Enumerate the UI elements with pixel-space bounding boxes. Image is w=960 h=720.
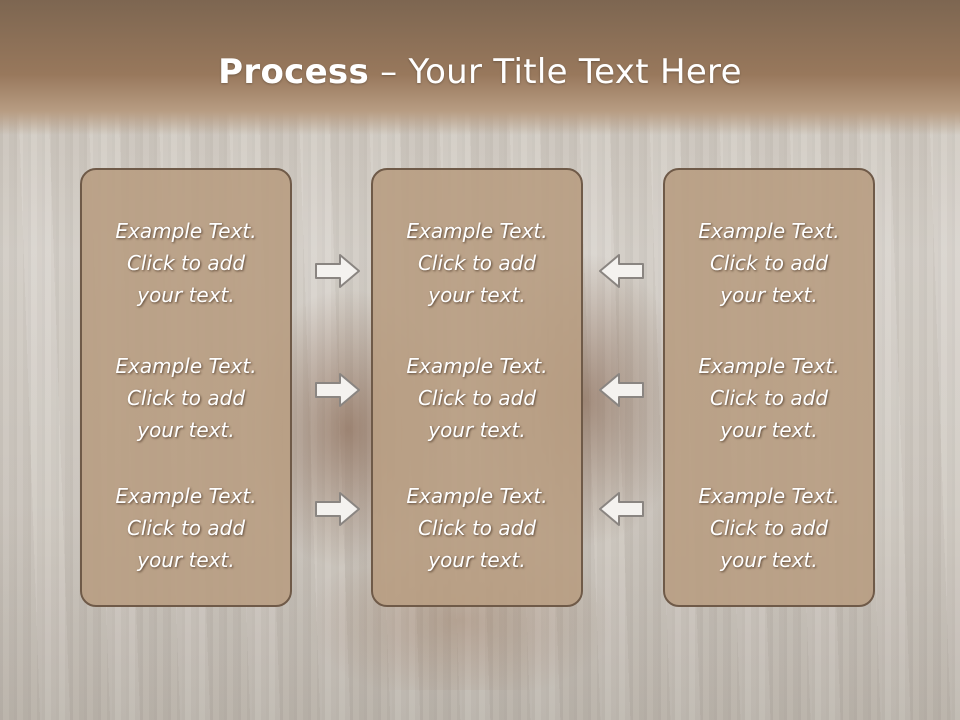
arrow-right-icon [315, 492, 360, 526]
arrow-right-icon [315, 254, 360, 288]
text-line: Click to add [709, 516, 829, 540]
text-line: your text. [137, 418, 235, 442]
text-line: Example Text. [698, 484, 840, 508]
text-line: your text. [428, 283, 526, 307]
title-rest: – Your Title Text Here [369, 52, 742, 92]
arrow-left-icon [599, 492, 644, 526]
text-line: your text. [137, 283, 235, 307]
process-box-left[interactable]: Example Text. Click to add your text. Ex… [80, 168, 292, 607]
text-line: Example Text. [698, 219, 840, 243]
text-line: your text. [720, 548, 818, 572]
process-box-right[interactable]: Example Text. Click to add your text. Ex… [663, 168, 875, 607]
text-line: your text. [137, 548, 235, 572]
text-line: your text. [428, 418, 526, 442]
text-line: Click to add [126, 516, 246, 540]
text-line: Example Text. [406, 354, 548, 378]
title-bold: Process [218, 52, 370, 92]
text-block[interactable]: Example Text. Click to add your text. [665, 480, 873, 576]
text-line: Click to add [709, 251, 829, 275]
text-line: Click to add [709, 386, 829, 410]
text-line: Click to add [126, 251, 246, 275]
arrow-left-icon [599, 373, 644, 407]
text-line: Example Text. [115, 354, 257, 378]
text-line: Example Text. [406, 219, 548, 243]
text-line: Click to add [417, 516, 537, 540]
text-line: your text. [720, 283, 818, 307]
text-block[interactable]: Example Text. Click to add your text. [373, 480, 581, 576]
text-line: Click to add [417, 386, 537, 410]
header-band [0, 0, 960, 135]
text-block[interactable]: Example Text. Click to add your text. [665, 215, 873, 311]
text-line: Example Text. [406, 484, 548, 508]
arrow-right-icon [315, 373, 360, 407]
slide-title[interactable]: Process – Your Title Text Here [0, 52, 960, 92]
text-block[interactable]: Example Text. Click to add your text. [373, 350, 581, 446]
text-block[interactable]: Example Text. Click to add your text. [82, 480, 290, 576]
text-line: Click to add [417, 251, 537, 275]
text-line: Example Text. [698, 354, 840, 378]
text-block[interactable]: Example Text. Click to add your text. [82, 350, 290, 446]
text-block[interactable]: Example Text. Click to add your text. [665, 350, 873, 446]
text-block[interactable]: Example Text. Click to add your text. [373, 215, 581, 311]
text-block[interactable]: Example Text. Click to add your text. [82, 215, 290, 311]
arrow-left-icon [599, 254, 644, 288]
text-line: your text. [720, 418, 818, 442]
text-line: Example Text. [115, 484, 257, 508]
text-line: your text. [428, 548, 526, 572]
text-line: Click to add [126, 386, 246, 410]
text-line: Example Text. [115, 219, 257, 243]
process-box-center[interactable]: Example Text. Click to add your text. Ex… [371, 168, 583, 607]
